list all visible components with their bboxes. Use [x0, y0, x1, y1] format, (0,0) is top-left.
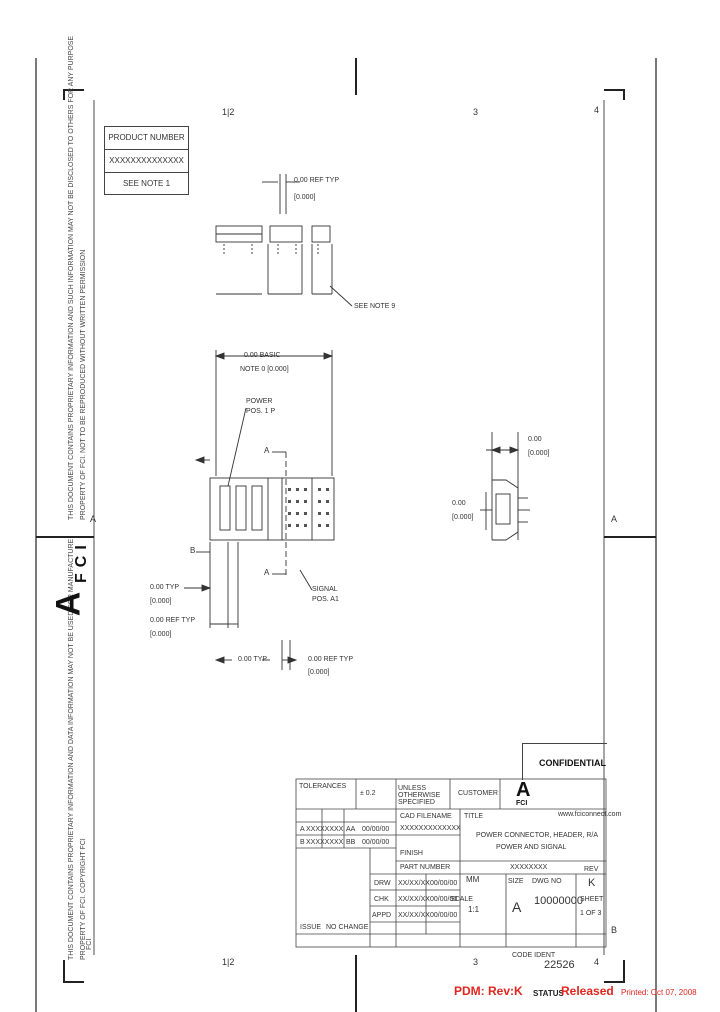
status-value: Released	[561, 984, 614, 998]
power-label: POWER	[246, 398, 273, 405]
code-ident-value: 22526	[544, 959, 575, 971]
material-label: FINISH	[400, 850, 423, 857]
printed-date: Printed: Oct 07, 2008	[621, 988, 697, 997]
cad-filename-value: XXXXXXXXXXXXX	[400, 825, 461, 832]
dim-left-1b: [0.000]	[150, 598, 172, 605]
dim-pitch-top-2: [0.000]	[294, 194, 316, 201]
dim-left-1: 0.00 TYP	[150, 584, 180, 591]
product-number-note: SEE NOTE 1	[122, 179, 171, 188]
title-line-1: POWER CONNECTOR, HEADER, R/A	[476, 832, 598, 839]
title-label: TITLE	[464, 813, 484, 820]
zone-side-bottom-right: B	[611, 925, 618, 935]
zone-bottom-4: 4	[594, 957, 600, 967]
website: www.fciconnect.com	[558, 811, 622, 818]
zone-side-right: A	[611, 514, 618, 524]
dim-bottom-2b: [0.000]	[308, 669, 330, 676]
confidential-box: CONFIDENTIAL	[522, 743, 607, 780]
unless-noted: UNLESS OTHERWISE SPECIFIED	[398, 785, 441, 806]
section-a-bottom: A	[264, 568, 270, 577]
tolerances-values: ± 0.2	[360, 790, 376, 797]
rev-row-b-by: BB	[346, 839, 356, 846]
product-number-box: PRODUCT NUMBER XXXXXXXXXXXXXX SEE NOTE 1	[104, 126, 189, 195]
see-note-9: SEE NOTE 9	[354, 303, 396, 310]
rev-row-b-letter: B	[300, 839, 305, 846]
footer-mid-label: NO CHANGE	[326, 924, 369, 931]
pdm-rev: PDM: Rev:K	[454, 984, 523, 998]
approval-appd-name: XX/XX/XX	[398, 912, 430, 919]
approval-chk-label: CHK	[374, 896, 389, 903]
status-label: STATUS	[533, 989, 564, 998]
dwg-no-value: 10000000	[534, 895, 583, 907]
footer-left-label: ISSUE	[300, 924, 322, 931]
dim-overall: 0.00 BASIC	[244, 352, 281, 359]
zone-top-4: 4	[594, 105, 600, 115]
size-label: SIZE	[508, 878, 524, 885]
signal-label: SIGNAL	[312, 586, 338, 593]
approval-appd-label: APPD	[372, 912, 392, 919]
rev-row-b-desc: XXXXXXXX	[306, 839, 344, 846]
fci-logo-title-letter: A	[516, 779, 531, 801]
part-number-value: XXXXXXXX	[510, 864, 548, 871]
fci-logo-title-text: FCI	[516, 800, 528, 807]
scale-value: 1:1	[468, 905, 480, 914]
approval-appd-date: 00/00/00	[430, 912, 458, 919]
side-dim-left: 0.00	[452, 500, 466, 507]
mm-label: MM	[466, 875, 480, 884]
sheet-label: SHEET	[580, 896, 604, 903]
rev-value: K	[588, 877, 596, 889]
approval-drw-date: 00/00/00	[430, 880, 458, 887]
zone-top-3: 3	[473, 107, 479, 117]
zone-bottom-1: 1|2	[222, 957, 235, 967]
size-value: A	[512, 899, 522, 915]
dim-left-2b: [0.000]	[150, 631, 172, 638]
dim-bottom-1: 0.00 TYP	[238, 656, 268, 663]
approval-drw-name: XX/XX/XX	[398, 880, 430, 887]
rev-row-a-date: 00/00/00	[362, 826, 390, 833]
part-number-label: PART NUMBER	[400, 864, 451, 871]
code-ident-label: CODE IDENT	[512, 952, 556, 959]
side-dim-left-2: [0.000]	[452, 514, 474, 521]
dim-bottom-2: 0.00 REF TYP	[308, 656, 354, 663]
product-number-header: PRODUCT NUMBER	[105, 127, 188, 150]
dim-left-2: 0.00 REF TYP	[150, 617, 196, 624]
customer-label: CUSTOMER	[458, 790, 498, 797]
approval-chk-name: XX/XX/XX	[398, 896, 430, 903]
signal-label-2: POS. A1	[312, 596, 339, 603]
zone-side-left: A	[90, 514, 97, 524]
product-number-value: XXXXXXXXXXXXXX	[105, 150, 188, 173]
rev-row-a-desc: XXXXXXXX	[306, 826, 344, 833]
power-label-2: POS. 1 P	[246, 408, 276, 415]
rev-label: REV	[584, 866, 599, 873]
dim-overall-2: NOTE 0 [0.000]	[240, 366, 289, 373]
approval-drw-label: DRW	[374, 880, 391, 887]
rev-row-a-letter: A	[300, 826, 305, 833]
zone-top-1: 1|2	[222, 107, 235, 117]
confidential-label: CONFIDENTIAL	[539, 758, 606, 768]
title-line-2: POWER AND SIGNAL	[496, 844, 567, 851]
rev-row-b-date: 00/00/00	[362, 839, 390, 846]
sheet-value: 1 OF 3	[580, 910, 602, 917]
cad-filename-label: CAD FILENAME	[400, 813, 452, 820]
approval-chk-date: 00/00/00	[430, 896, 458, 903]
side-dim-top-2: [0.000]	[528, 450, 550, 457]
scale-label: SCALE	[450, 896, 473, 903]
tolerances-header: TOLERANCES	[299, 783, 347, 790]
section-b: B	[190, 546, 196, 555]
rev-row-a-by: AA	[346, 826, 356, 833]
side-dim-top: 0.00	[528, 436, 542, 443]
zone-bottom-3: 3	[473, 957, 479, 967]
dwg-no-label: DWG NO	[532, 878, 562, 885]
section-a-top: A	[264, 446, 270, 455]
dim-pitch-top: 0.00 REF TYP	[294, 177, 340, 184]
